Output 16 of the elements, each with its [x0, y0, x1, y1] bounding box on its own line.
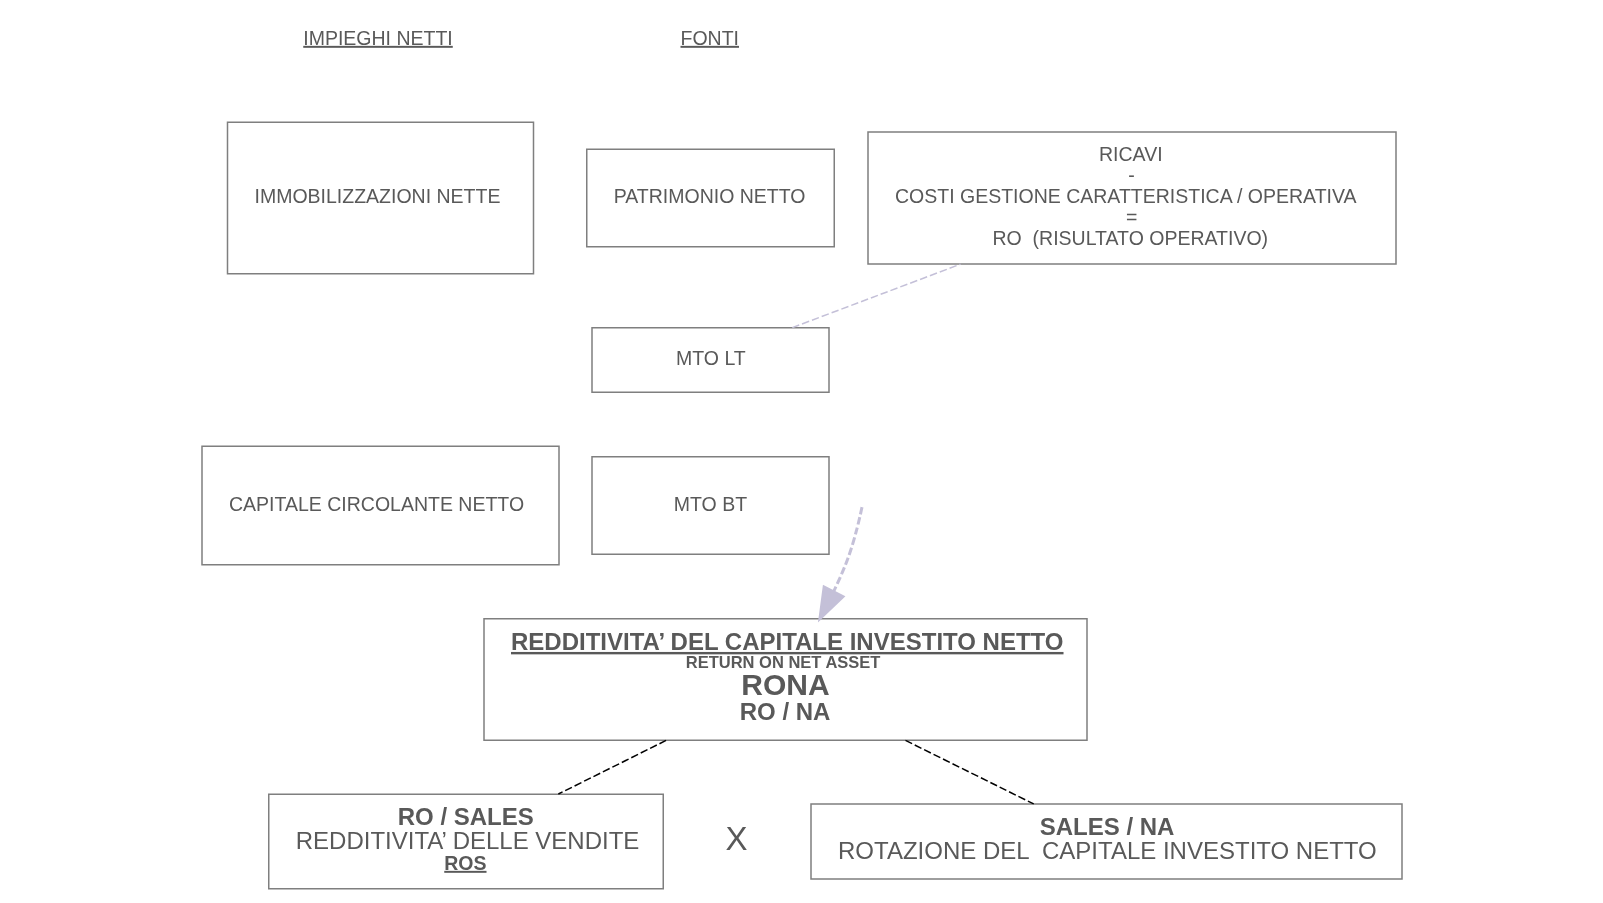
- node-box: MTO BT: [590, 456, 830, 555]
- node-box: IMMOBILIZZAZIONI NETTE: [226, 121, 534, 275]
- node-box: PATRIMONIO NETTO: [585, 148, 835, 248]
- label: X: [725, 819, 748, 857]
- connector: [791, 263, 961, 329]
- node-box: SALES / NA ROTAZIONE DEL CAPITALE INVESTITO NETTO: [809, 803, 1403, 880]
- node-box: REDDITIVITA’ DEL CAPITALE INVESTITO NETTO RETURN ON NET ASSET RONA RO / NA: [482, 618, 1088, 741]
- node-box: CAPITALE CIRCOLANTE NETTO: [200, 445, 560, 566]
- node-box: RICAVI - COSTI GESTIONE CARATTERISTICA / OPERATIVA = RO (RISULTATO OPERATIVO): [866, 131, 1397, 265]
- label: IMPIEGHI NETTI: [302, 26, 453, 49]
- connector: [904, 739, 1034, 805]
- connector: [557, 739, 667, 795]
- arrow: [817, 506, 863, 623]
- label: FONTI: [680, 26, 739, 49]
- node-box: RO / SALES REDDITIVITA’ DELLE VENDITE ROS: [267, 793, 664, 890]
- node-box: MTO LT: [590, 327, 830, 393]
